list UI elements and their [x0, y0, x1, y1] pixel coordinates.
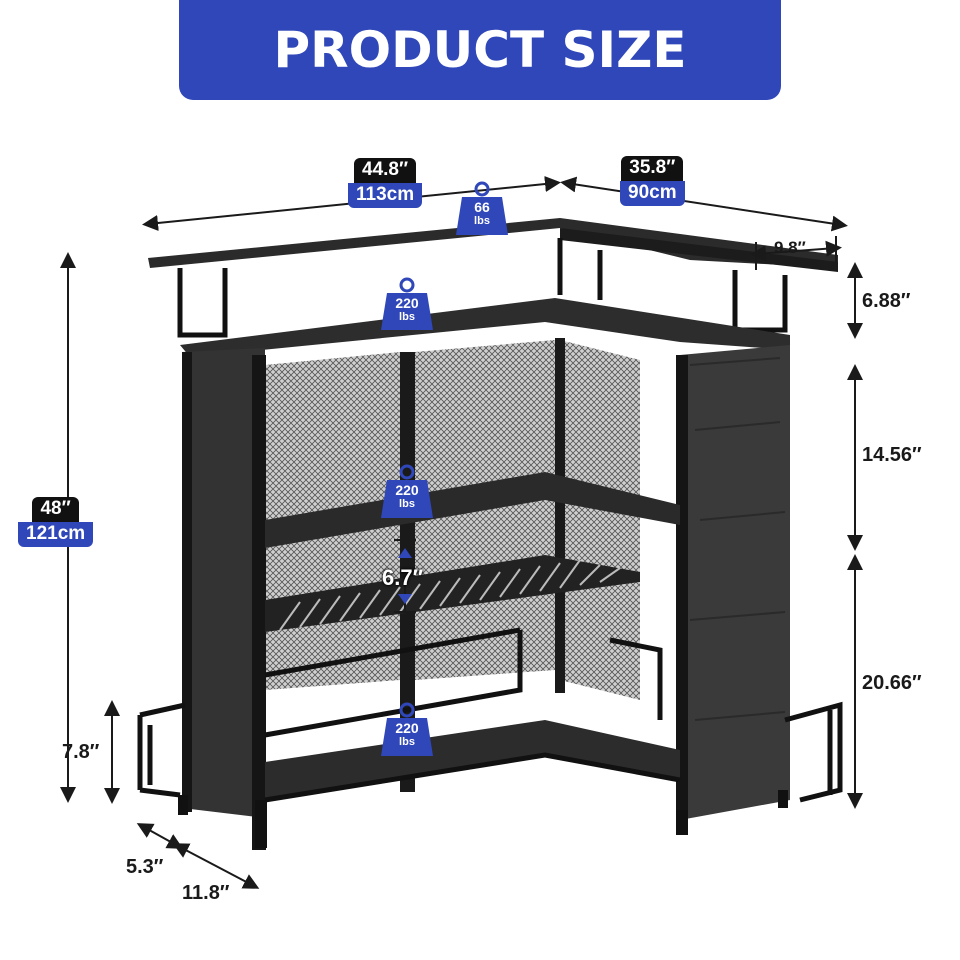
weight-icons: [381, 181, 508, 756]
foot-depth-small-line: [136, 823, 184, 849]
weight-label-upper: 220 lbs: [395, 295, 419, 324]
weight-icon-top: [456, 181, 508, 235]
weight-label-bottom: 220 lbs: [395, 720, 419, 749]
weight-icon-middle: [381, 464, 433, 518]
left-side-panel: [182, 348, 265, 818]
middle-gap-label: 14.56″: [862, 444, 922, 466]
wine-rack: [265, 555, 640, 632]
title-banner: PRODUCT SIZE: [179, 0, 781, 100]
width-short-line: [560, 176, 848, 232]
middle-shelf: [265, 472, 680, 548]
foot-depth-large-label: 11.8″: [182, 882, 230, 904]
top-gap-label: 6.88″: [862, 290, 911, 312]
lower-gap-label: 20.66″: [862, 672, 922, 694]
weight-icon-upper: [381, 277, 433, 330]
footrests: [137, 627, 843, 803]
height-label: 48″ 121cm: [18, 497, 94, 547]
weight-icon-bottom: [381, 702, 433, 756]
right-side-panel: [680, 345, 790, 820]
width-short-label: 35.8″ 90cm: [620, 156, 685, 206]
top-depth-label: 9.8″: [774, 238, 806, 257]
weight-label-middle: 220 lbs: [395, 482, 419, 511]
foot-depth-small-label: 5.3″: [126, 856, 164, 878]
footrest-height-label: 7.8″: [62, 741, 100, 763]
upper-shelf: [180, 298, 790, 357]
rack-gap-label: 6.7″: [382, 565, 424, 590]
top-depth-line: [750, 240, 842, 262]
page-title: PRODUCT SIZE: [273, 21, 687, 79]
mesh-panel-right: [560, 340, 640, 700]
width-long-label: 44.8″ 113cm: [348, 158, 423, 208]
weight-label-top: 66 lbs: [474, 199, 490, 228]
foot-depth-large-line: [172, 843, 260, 889]
bottom-shelf: [265, 720, 680, 800]
